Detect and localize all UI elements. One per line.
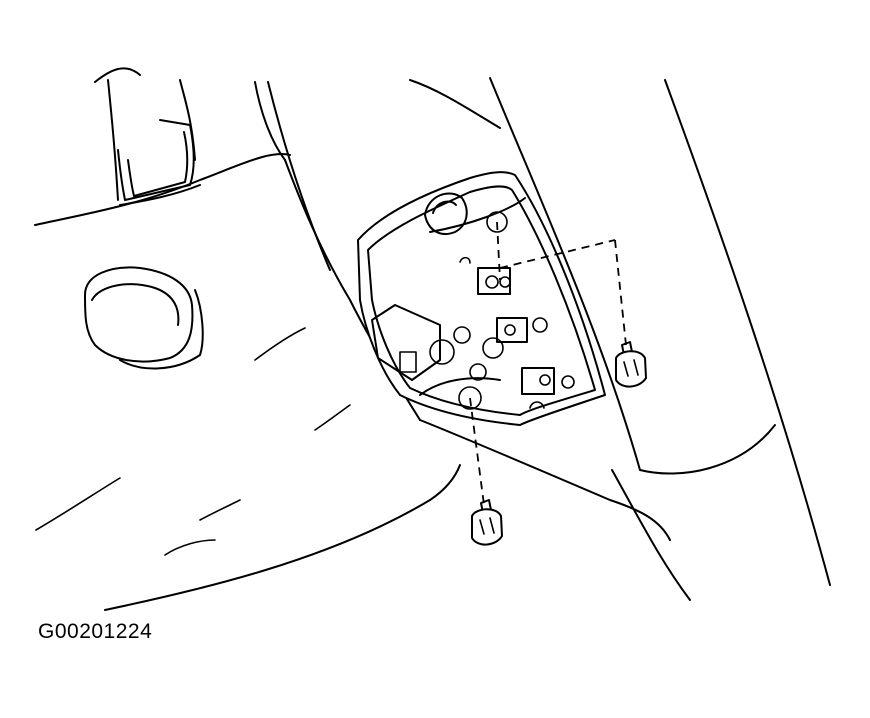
screw-guide-lines xyxy=(469,221,627,506)
screw-bottom xyxy=(471,499,503,546)
screw-right xyxy=(615,341,647,388)
figure-id-label: G00201224 xyxy=(38,620,153,643)
contact-terminals xyxy=(371,211,575,410)
switch-button xyxy=(84,266,204,370)
belt-guide xyxy=(117,119,201,206)
light-housing xyxy=(357,171,606,426)
